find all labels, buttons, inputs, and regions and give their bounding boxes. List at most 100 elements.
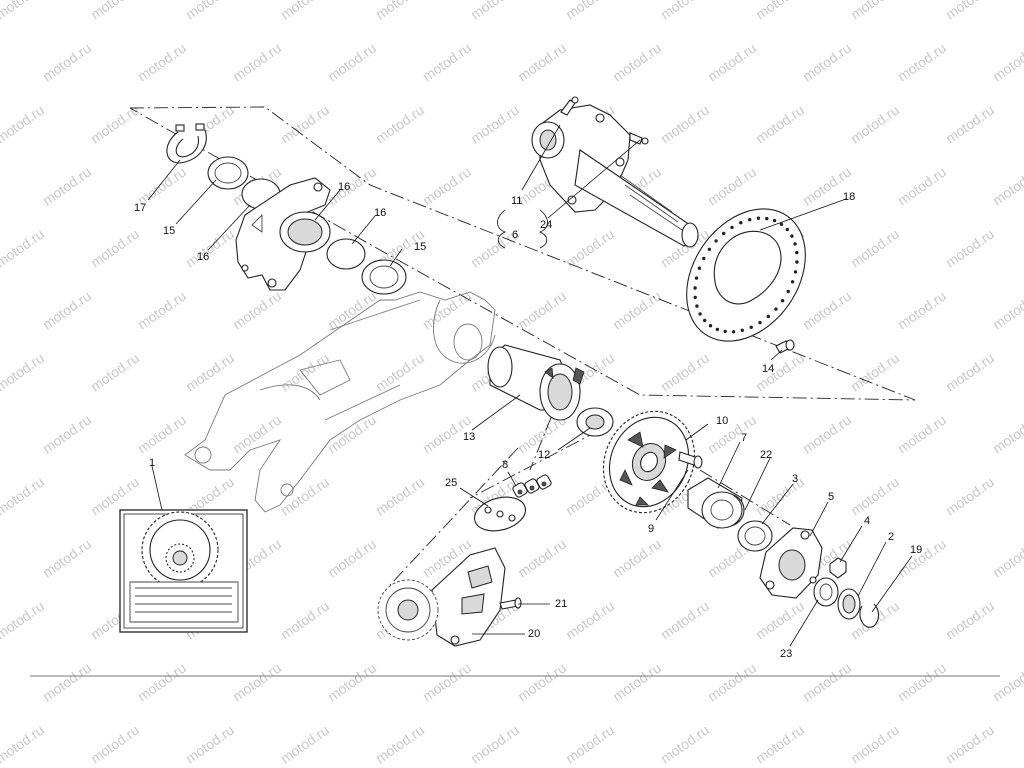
watermark-text: motod.ru bbox=[0, 350, 47, 395]
leader-lines bbox=[147, 124, 913, 647]
callout-15b: 15 bbox=[414, 241, 426, 253]
callout-9: 9 bbox=[648, 523, 654, 535]
watermark-text: motod.ru bbox=[373, 474, 427, 519]
watermark-text: motod.ru bbox=[753, 0, 807, 22]
callout-1: 1 bbox=[149, 457, 155, 469]
watermark-text: motod.ru bbox=[373, 0, 427, 22]
watermark-text: motod.ru bbox=[183, 722, 237, 767]
nut-4 bbox=[829, 557, 847, 579]
watermark-text: motod.ru bbox=[515, 660, 569, 705]
watermark-text: motod.ru bbox=[420, 660, 474, 705]
watermark-text: motod.ru bbox=[705, 412, 759, 457]
disc-hole bbox=[707, 247, 712, 251]
watermark-text: motod.ru bbox=[800, 288, 854, 333]
disc-hole bbox=[697, 266, 702, 270]
watermark-text: motod.ru bbox=[40, 164, 94, 209]
disc-hole bbox=[723, 329, 727, 334]
bearing-23 bbox=[701, 491, 743, 529]
watermark-text: motod.ru bbox=[990, 660, 1024, 705]
watermark-text: motod.ru bbox=[0, 226, 47, 271]
watermark-text: motod.ru bbox=[135, 412, 189, 457]
watermark-text: motod.ru bbox=[135, 660, 189, 705]
disc-holes bbox=[693, 216, 799, 334]
disc-screw-14 bbox=[775, 339, 795, 354]
watermark-text: motod.ru bbox=[563, 598, 617, 643]
callout-26: 25 bbox=[445, 477, 457, 489]
watermark-text: motod.ru bbox=[705, 164, 759, 209]
watermark-text: motod.ru bbox=[895, 40, 949, 85]
disc-hole bbox=[694, 276, 699, 280]
watermark-text: motod.ru bbox=[705, 660, 759, 705]
watermark-text: motod.ru bbox=[753, 350, 807, 395]
front-sprocket bbox=[377, 579, 439, 641]
watermark-text: motod.ru bbox=[468, 0, 522, 22]
watermark-text: motod.ru bbox=[658, 102, 712, 147]
watermark-text: motod.ru bbox=[88, 226, 142, 271]
callout-8: 8 bbox=[502, 459, 508, 471]
watermark-text: motod.ru bbox=[848, 350, 902, 395]
disc-hole bbox=[748, 218, 752, 222]
disc-hole bbox=[758, 320, 762, 325]
disc-hole bbox=[793, 242, 797, 246]
circlip-18 bbox=[166, 123, 207, 164]
disc-hole bbox=[795, 260, 799, 264]
sprocket-9 bbox=[602, 410, 696, 514]
disc-hole bbox=[722, 231, 726, 236]
watermark-text: motod.ru bbox=[658, 598, 712, 643]
disc-hole bbox=[702, 256, 706, 261]
callout-16a: 16 bbox=[197, 251, 209, 263]
disc-hole bbox=[730, 225, 734, 230]
callout-10: 10 bbox=[716, 415, 728, 427]
disc-hole bbox=[693, 295, 697, 300]
watermark-text: motod.ru bbox=[943, 0, 997, 22]
callout-3: 3 bbox=[792, 473, 798, 485]
disc-hole bbox=[698, 312, 702, 316]
washer-24 bbox=[813, 577, 839, 607]
disc-hole bbox=[772, 218, 777, 223]
washer-15-right bbox=[361, 259, 407, 295]
watermark-text: motod.ru bbox=[88, 0, 142, 22]
callout-6: 6 bbox=[512, 229, 518, 241]
watermark-text: motod.ru bbox=[753, 102, 807, 147]
watermark-text: motod.ru bbox=[0, 102, 47, 147]
callout-2: 2 bbox=[888, 531, 894, 543]
watermark-text: motod.ru bbox=[230, 412, 284, 457]
watermark-text: motod.ru bbox=[278, 598, 332, 643]
brake-disc-19 bbox=[686, 208, 806, 342]
watermark-text: motod.ru bbox=[40, 660, 94, 705]
watermark-text: motod.ru bbox=[895, 412, 949, 457]
watermark-text: motod.ru bbox=[0, 0, 47, 22]
disc-hole bbox=[779, 222, 784, 226]
callout-11: 11 bbox=[511, 195, 522, 207]
watermark-text: motod.ru bbox=[610, 660, 664, 705]
caliper-bracket-17 bbox=[235, 177, 331, 291]
disc-hole bbox=[739, 221, 743, 225]
chain-link-8 bbox=[512, 474, 552, 498]
sprocket-cover-21 bbox=[431, 547, 506, 647]
callout-15a: 15 bbox=[163, 225, 175, 237]
watermark-text: motod.ru bbox=[278, 102, 332, 147]
watermark-text: motod.ru bbox=[943, 474, 997, 519]
disc-hole bbox=[756, 216, 761, 220]
callout-13: 13 bbox=[463, 431, 475, 443]
disc-hole bbox=[715, 327, 720, 332]
watermark-text: motod.ru bbox=[848, 102, 902, 147]
watermark-text: motod.ru bbox=[468, 102, 522, 147]
watermark-text: motod.ru bbox=[40, 412, 94, 457]
disc-hole bbox=[708, 324, 713, 328]
watermark-text: motod.ru bbox=[943, 722, 997, 767]
disc-hole bbox=[795, 250, 799, 255]
watermark-text: motod.ru bbox=[0, 474, 47, 519]
watermark-text: motod.ru bbox=[515, 40, 569, 85]
watermark-text: motod.ru bbox=[0, 722, 47, 767]
disc-hole bbox=[749, 325, 753, 329]
watermark-text: motod.ru bbox=[325, 288, 379, 333]
watermark-text: motod.ru bbox=[325, 536, 379, 581]
watermark-text: motod.ru bbox=[943, 102, 997, 147]
callout-4: 4 bbox=[864, 515, 870, 527]
disc-hole bbox=[780, 299, 785, 303]
washer-15-left bbox=[207, 156, 249, 190]
watermark-text: motod.ru bbox=[515, 288, 569, 333]
callout-20: 19 bbox=[910, 544, 922, 556]
